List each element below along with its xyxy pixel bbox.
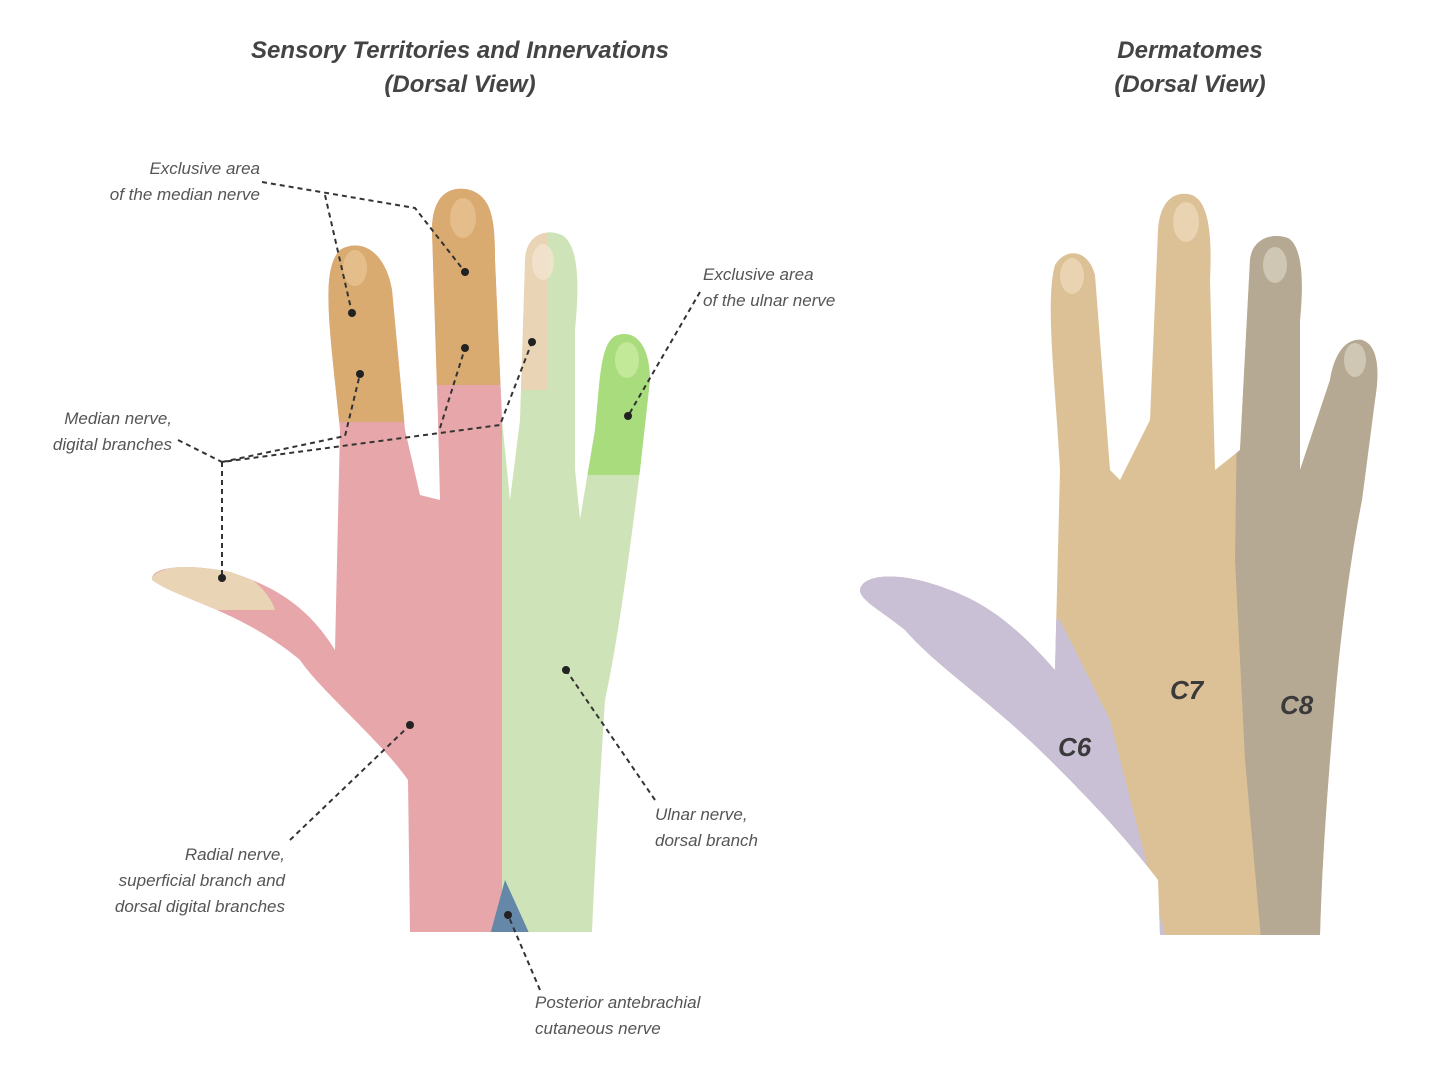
label-line: Ulnar nerve, (655, 805, 748, 824)
dot-ulnar-exclusive (624, 412, 632, 420)
dot-median-middle (461, 268, 469, 276)
label-line: cutaneous nerve (535, 1019, 661, 1038)
label-radial: Radial nerve, superficial branch and dor… (70, 842, 285, 920)
left-hand (151, 188, 650, 932)
label-ulnar-dorsal: Ulnar nerve, dorsal branch (655, 802, 815, 854)
label-line: dorsal digital branches (114, 897, 285, 916)
label-line: dorsal branch (655, 831, 759, 850)
left-title-line2: (Dorsal View) (384, 71, 536, 98)
dot-middle-digital (461, 344, 469, 352)
label-posterior-antebrachial: Posterior antebrachial cutaneous nerve (535, 990, 755, 1042)
nail-middle-left (450, 198, 476, 238)
leader-ulnar-exclusive (627, 291, 701, 417)
right-panel-title: Dermatomes (Dorsal View) (1010, 34, 1370, 102)
label-line: Radial nerve, (184, 845, 285, 864)
ulnar-dividing-wedge (470, 380, 502, 932)
nail-index-right (1060, 258, 1084, 294)
left-title-line1: Sensory Territories and Innervations (251, 37, 669, 64)
nail-little-left (615, 342, 639, 378)
dot-median-index (348, 309, 356, 317)
label-line: Exclusive area (703, 265, 814, 284)
nail-ring-right (1263, 247, 1287, 283)
label-line: Posterior antebrachial (535, 993, 701, 1012)
dermatome-c8 (1235, 200, 1378, 936)
leader-radial (289, 724, 411, 841)
dot-thumb (218, 574, 226, 582)
label-ulnar-exclusive: Exclusive area of the ulnar nerve (703, 262, 903, 314)
left-panel-title: Sensory Territories and Innervations (Do… (180, 34, 740, 102)
label-line: superficial branch and (118, 871, 285, 890)
label-line: digital branches (52, 435, 172, 454)
nail-little-right (1344, 343, 1366, 377)
leader-dots (218, 268, 632, 919)
label-line: of the ulnar nerve (703, 291, 836, 310)
dot-radial (406, 721, 414, 729)
dot-ring (528, 338, 536, 346)
right-title-line2: (Dorsal View) (1114, 71, 1266, 98)
dermatome-label-c8: C8 (1280, 690, 1314, 720)
dermatome-label-c6: C6 (1058, 732, 1092, 762)
label-median-exclusive: Exclusive area of the median nerve (60, 156, 260, 208)
dot-posterior (504, 911, 512, 919)
leader-median-digital-b (439, 347, 466, 429)
dermatome-label-c7: C7 (1170, 675, 1204, 705)
nail-ring-left (532, 244, 554, 280)
posterior-antebrachial-area (490, 880, 530, 932)
thumb-tip (151, 565, 275, 610)
leader-median-digital (177, 341, 533, 464)
right-title-line1: Dermatomes (1117, 37, 1263, 64)
dot-ulnar-dorsal (562, 666, 570, 674)
leader-posterior (507, 914, 541, 991)
label-line: Exclusive area (149, 159, 260, 178)
nail-index-left (343, 250, 367, 286)
label-line: Median nerve, (64, 409, 172, 428)
median-index-tip (320, 230, 420, 422)
label-line: of the median nerve (109, 185, 260, 204)
leader-lines (177, 181, 701, 991)
leader-median-exclusive (261, 181, 466, 273)
right-hand (860, 193, 1378, 936)
leader-median-exclusive-2 (324, 194, 353, 314)
nail-middle-right (1173, 202, 1199, 242)
dot-index-digital (356, 370, 364, 378)
ring-finger-lateral (548, 220, 588, 520)
label-median-digital: Median nerve, digital branches (10, 406, 172, 458)
